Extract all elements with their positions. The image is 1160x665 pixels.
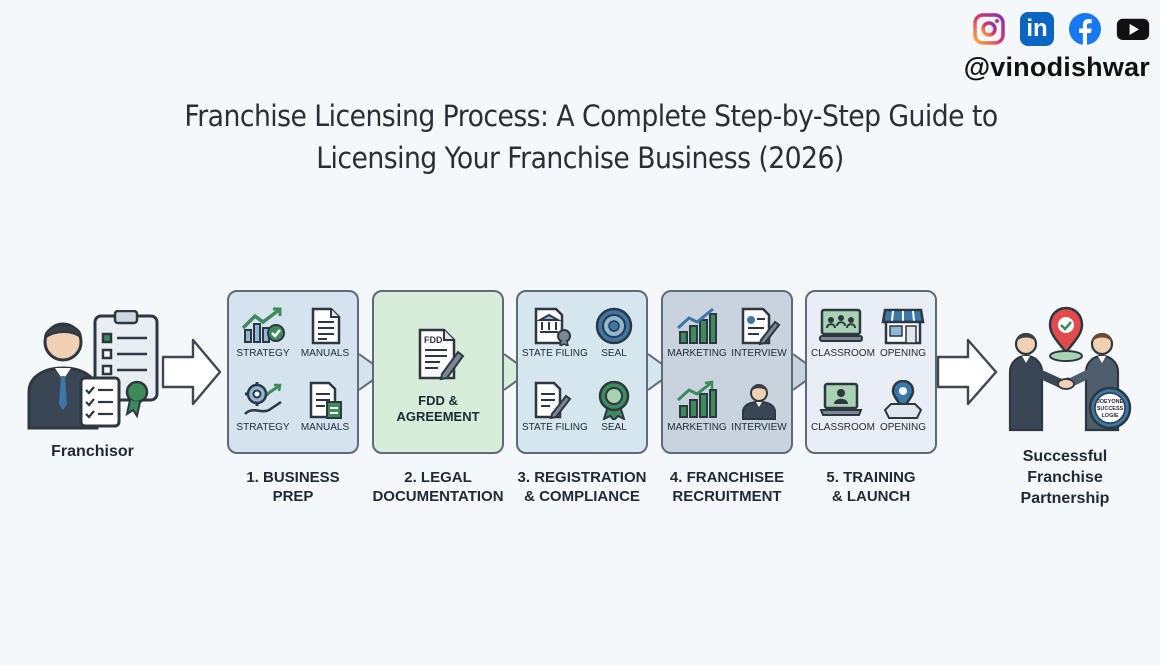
step2-label: 2. LEGAL DOCUMENTATION bbox=[363, 468, 513, 506]
step4-icon-label-1: MARKETING bbox=[667, 348, 727, 359]
step4-label-line2: RECRUITMENT bbox=[672, 488, 782, 505]
step3-icon-label-2: SEAL bbox=[601, 348, 627, 359]
badge-text-line3: LOGIE bbox=[1101, 413, 1118, 419]
partnership-label-line2: Franchise bbox=[1027, 469, 1103, 486]
franchisor-label: Franchisor bbox=[51, 443, 134, 460]
interview-person-icon bbox=[742, 384, 776, 420]
step4-icon-label-4: INTERVIEW bbox=[731, 422, 787, 433]
step5-cell-3: CLASSROOM bbox=[811, 380, 875, 433]
step1-cell-2: MANUALS bbox=[295, 306, 355, 359]
seal-ribbon-icon bbox=[598, 380, 630, 420]
instagram-icon[interactable] bbox=[972, 12, 1006, 46]
step3-cell-1: STATE FILING bbox=[522, 306, 588, 359]
manual-report-icon bbox=[309, 381, 342, 419]
step3-icon-label-4: SEAL bbox=[601, 422, 627, 433]
step1-icon-label-2: MANUALS bbox=[300, 348, 350, 359]
step4-label-line1: 4. FRANCHISEE bbox=[669, 469, 785, 486]
badge-text-line1: JOEYONE bbox=[1097, 399, 1124, 405]
step4-icon-label-3: MARKETING bbox=[667, 422, 727, 433]
step5-label-line1: 5. TRAINING bbox=[826, 469, 916, 486]
franchisor: Franchisor bbox=[20, 309, 165, 462]
step2-center: FDD FDD & AGREEMENT bbox=[374, 326, 502, 425]
step3-label-line1: 3. REGISTRATION bbox=[517, 469, 647, 486]
page-title: Franchise Licensing Process: A Complete … bbox=[184, 95, 998, 179]
badge-text-line2: SUCCESS bbox=[1097, 406, 1124, 412]
step3-icon-label-3: STATE FILING bbox=[522, 422, 588, 433]
step5-icon-label-2: OPENING bbox=[879, 348, 927, 359]
state-filing-document-icon bbox=[534, 381, 572, 420]
seal-icon bbox=[595, 307, 633, 345]
step4-cell-3: MARKETING bbox=[667, 380, 727, 433]
step4-icon-label-2: INTERVIEW bbox=[731, 348, 787, 359]
step1-label-line1: 1. BUSINESS bbox=[246, 469, 340, 486]
step1-cell-3: STRATEGY bbox=[233, 380, 293, 433]
step-franchisee-recruitment: MARKETING INTERVIEW MARKETING bbox=[661, 290, 793, 454]
partnership-label: Successful Franchise Partnership bbox=[990, 446, 1140, 509]
fdd-document-icon: FDD bbox=[418, 328, 465, 381]
step-legal-documentation: FDD FDD & AGREEMENT bbox=[372, 290, 504, 454]
location-pin-icon bbox=[883, 380, 923, 419]
step3-icon-label-1: STATE FILING bbox=[522, 348, 588, 359]
step1-icon-label-1: STRATEGY bbox=[236, 348, 290, 359]
step3-cell-2: SEAL bbox=[584, 306, 644, 359]
partnership-label-line3: Partnership bbox=[1020, 490, 1110, 507]
classroom-icon bbox=[819, 308, 863, 342]
facebook-icon[interactable] bbox=[1068, 12, 1102, 46]
step5-icon-label-1: CLASSROOM bbox=[811, 348, 875, 359]
step-registration-compliance: STATE FILING SEAL STATE FILING SEAL bbox=[516, 290, 648, 454]
title-line-1: Franchise Licensing Process: A Complete … bbox=[184, 99, 998, 133]
step4-cell-2: INTERVIEW bbox=[729, 306, 789, 359]
step3-cell-4: SEAL bbox=[584, 380, 644, 433]
step4-cell-1: MARKETING bbox=[667, 306, 727, 359]
step2-label-line1: 2. LEGAL bbox=[404, 469, 472, 486]
arrow-step5-to-partnership bbox=[936, 338, 998, 406]
state-filing-icon bbox=[534, 307, 571, 346]
interview-document-icon bbox=[741, 307, 781, 346]
manual-document-icon bbox=[311, 307, 341, 345]
step-training-launch: CLASSROOM OPENING CLASSROOM OPENING bbox=[805, 290, 937, 454]
step1-cell-4: MANUALS bbox=[295, 380, 355, 433]
step3-label-line2: & COMPLIANCE bbox=[524, 488, 640, 505]
successful-partnership: JOEYONE SUCCESS LOGIE Successful Franchi… bbox=[990, 300, 1140, 509]
step2-center-line1: FDD & bbox=[418, 393, 458, 408]
step5-cell-1: CLASSROOM bbox=[811, 306, 875, 359]
step2-label-line2: DOCUMENTATION bbox=[372, 488, 504, 505]
fdd-doc-text: FDD bbox=[424, 335, 443, 345]
social-handle: @vinodishwar bbox=[963, 52, 1150, 82]
step5-icon-label-3: CLASSROOM bbox=[811, 422, 875, 433]
step1-label: 1. BUSINESS PREP bbox=[218, 468, 368, 506]
step1-icon-label-4: MANUALS bbox=[300, 422, 350, 433]
step4-label: 4. FRANCHISEE RECRUITMENT bbox=[652, 468, 802, 506]
youtube-icon[interactable] bbox=[1116, 12, 1150, 46]
partnership-label-line1: Successful bbox=[1022, 448, 1108, 465]
step-business-prep: STRATEGY MANUALS STRATEGY MANUALS bbox=[227, 290, 359, 454]
franchisor-icon bbox=[27, 309, 158, 430]
step5-cell-4: OPENING bbox=[873, 380, 933, 433]
strategy-gear-icon bbox=[244, 382, 282, 415]
linkedin-icon[interactable]: in bbox=[1020, 12, 1054, 46]
step1-icon-label-3: STRATEGY bbox=[236, 422, 290, 433]
step3-cell-3: STATE FILING bbox=[522, 380, 588, 433]
step3-label: 3. REGISTRATION & COMPLIANCE bbox=[507, 468, 657, 506]
step5-cell-2: OPENING bbox=[873, 306, 933, 359]
handshake-partnership-icon: JOEYONE SUCCESS LOGIE bbox=[1008, 306, 1132, 432]
title-line-2: Licensing Your Franchise Business (2026) bbox=[316, 141, 844, 175]
arrow-franchisor-to-step1 bbox=[161, 338, 222, 406]
marketing-growth-icon bbox=[676, 380, 717, 418]
step4-cell-4: INTERVIEW bbox=[729, 380, 789, 433]
step1-label-line2: PREP bbox=[272, 488, 314, 505]
strategy-chart-icon bbox=[241, 307, 285, 343]
step5-icon-label-4: OPENING bbox=[879, 422, 927, 433]
step5-label-line2: & LAUNCH bbox=[831, 488, 911, 505]
step2-center-line2: AGREEMENT bbox=[396, 409, 480, 424]
step1-cell-1: STRATEGY bbox=[233, 306, 293, 359]
marketing-chart-icon bbox=[676, 307, 717, 344]
classroom-laptop-icon bbox=[819, 382, 863, 416]
step2-center-label: FDD & AGREEMENT bbox=[374, 393, 502, 425]
social-links: in @vinodishwar bbox=[935, 12, 1150, 83]
step5-label: 5. TRAINING & LAUNCH bbox=[796, 468, 946, 506]
linkedin-text: in bbox=[1026, 15, 1048, 42]
storefront-icon bbox=[881, 308, 925, 345]
